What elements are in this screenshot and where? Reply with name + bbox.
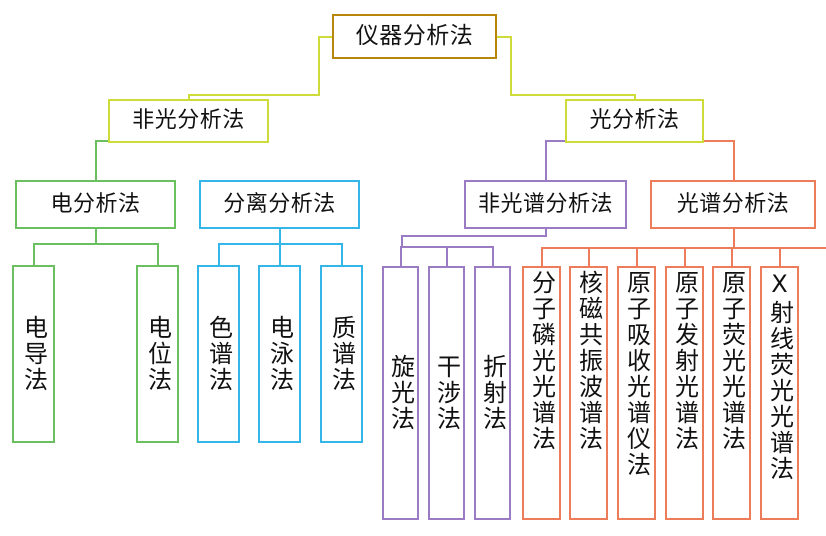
connector-electro-leaf-0	[33, 243, 35, 265]
node-electro[interactable]: 电分析法	[15, 180, 176, 229]
node-leaf-label: 分子磷光光谱法	[527, 270, 556, 452]
connector-optical-out-left	[545, 140, 567, 142]
node-leaf-spectral-2[interactable]: 原子吸收光谱仪法	[617, 266, 656, 520]
node-leaf-label: 原子吸收光谱仪法	[622, 270, 651, 478]
node-root[interactable]: 仪器分析法	[332, 14, 497, 59]
node-leaf-separation-0[interactable]: 色谱法	[197, 265, 240, 443]
connector-nonoptical-out-left	[95, 140, 110, 142]
connector-separation-leaf-0	[218, 243, 220, 265]
connector-spectral-stem	[733, 228, 735, 248]
connector-spectral-leaf-2	[636, 247, 638, 266]
node-leaf-label: 电位法	[143, 315, 172, 393]
connector-spectral-leaf-4	[731, 247, 733, 266]
node-leaf-spectral-5[interactable]: X射线荧光光谱法	[760, 266, 799, 520]
node-nonspectral[interactable]: 非光谱分析法	[464, 180, 627, 229]
connector-nonspectral-leaf-1	[446, 246, 448, 266]
connector-electro-stem	[95, 228, 97, 244]
node-optical-label: 光分析法	[589, 108, 680, 134]
connector-root-left-stub	[318, 36, 333, 38]
connector-separation-leaf-1	[279, 243, 281, 265]
connector-spectral-leaf-3	[684, 247, 686, 266]
node-nonoptical-label: 非光分析法	[132, 108, 245, 134]
connector-spectral-down	[733, 140, 735, 180]
connector-root-right-run	[510, 94, 636, 96]
connector-nonspectral-drop	[401, 235, 403, 247]
node-leaf-spectral-3[interactable]: 原子发射光谱法	[665, 266, 704, 520]
connector-root-left-down	[318, 36, 320, 96]
node-leaf-label: X射线荧光光谱法	[765, 270, 794, 482]
node-leaf-label: 干涉法	[432, 354, 461, 432]
node-leaf-electro-0[interactable]: 电导法	[12, 265, 55, 443]
node-nonoptical[interactable]: 非光分析法	[108, 99, 269, 143]
node-leaf-label: 色谱法	[204, 315, 233, 393]
node-separation-label: 分离分析法	[223, 191, 336, 217]
node-leaf-nonspectral-0[interactable]: 旋光法	[382, 266, 419, 520]
connector-nonspectral-down	[545, 140, 547, 180]
connector-optical-in	[634, 94, 636, 102]
connector-root-right-stub	[496, 36, 512, 38]
node-leaf-spectral-0[interactable]: 分子磷光光谱法	[522, 266, 561, 520]
node-electro-label: 电分析法	[50, 191, 141, 217]
node-leaf-spectral-4[interactable]: 原子荧光光谱法	[712, 266, 751, 520]
node-leaf-spectral-1[interactable]: 核磁共振波谱法	[569, 266, 608, 520]
connector-electro-down	[95, 140, 97, 180]
node-leaf-label: 折射法	[478, 354, 507, 432]
node-separation[interactable]: 分离分析法	[199, 180, 360, 229]
connector-nonspectral-leaf-0	[400, 246, 402, 266]
connector-nonspectral-run	[401, 235, 547, 237]
node-leaf-separation-2[interactable]: 质谱法	[320, 265, 363, 443]
connector-separation-stem	[279, 228, 281, 244]
connector-spectral-leaf-1	[588, 247, 590, 266]
connector-electro-bus	[33, 243, 158, 245]
node-leaf-label: 电泳法	[265, 315, 294, 393]
node-leaf-label: 旋光法	[386, 354, 415, 432]
node-leaf-label: 原子荧光光谱法	[717, 270, 746, 452]
connector-spectral-leaf-0	[541, 247, 543, 266]
node-leaf-label: 原子发射光谱法	[670, 270, 699, 452]
node-optical[interactable]: 光分析法	[565, 99, 704, 143]
node-leaf-electro-1[interactable]: 电位法	[136, 265, 179, 443]
connector-electro-leaf-1	[157, 243, 159, 265]
connector-spectral-leaf-5	[779, 247, 781, 266]
node-leaf-nonspectral-2[interactable]: 折射法	[474, 266, 511, 520]
connector-spectral-bus	[541, 247, 826, 249]
node-leaf-label: 核磁共振波谱法	[574, 270, 603, 452]
connector-nonoptical-in	[188, 94, 190, 102]
node-spectral-label: 光谱分析法	[676, 191, 790, 217]
connector-nonspectral-stem	[545, 228, 547, 236]
node-leaf-nonspectral-1[interactable]: 干涉法	[428, 266, 465, 520]
connector-nonspectral-leaf-2	[492, 246, 494, 266]
node-spectral[interactable]: 光谱分析法	[650, 180, 816, 229]
connector-separation-leaf-2	[341, 243, 343, 265]
node-leaf-separation-1[interactable]: 电泳法	[258, 265, 301, 443]
connector-root-right-down	[510, 36, 512, 96]
node-leaf-label: 质谱法	[327, 315, 356, 393]
connector-root-left-run	[188, 94, 320, 96]
node-leaf-label: 电导法	[19, 315, 48, 393]
node-nonspectral-label: 非光谱分析法	[477, 191, 613, 217]
node-root-label: 仪器分析法	[355, 23, 474, 50]
connector-optical-out-right	[703, 140, 735, 142]
